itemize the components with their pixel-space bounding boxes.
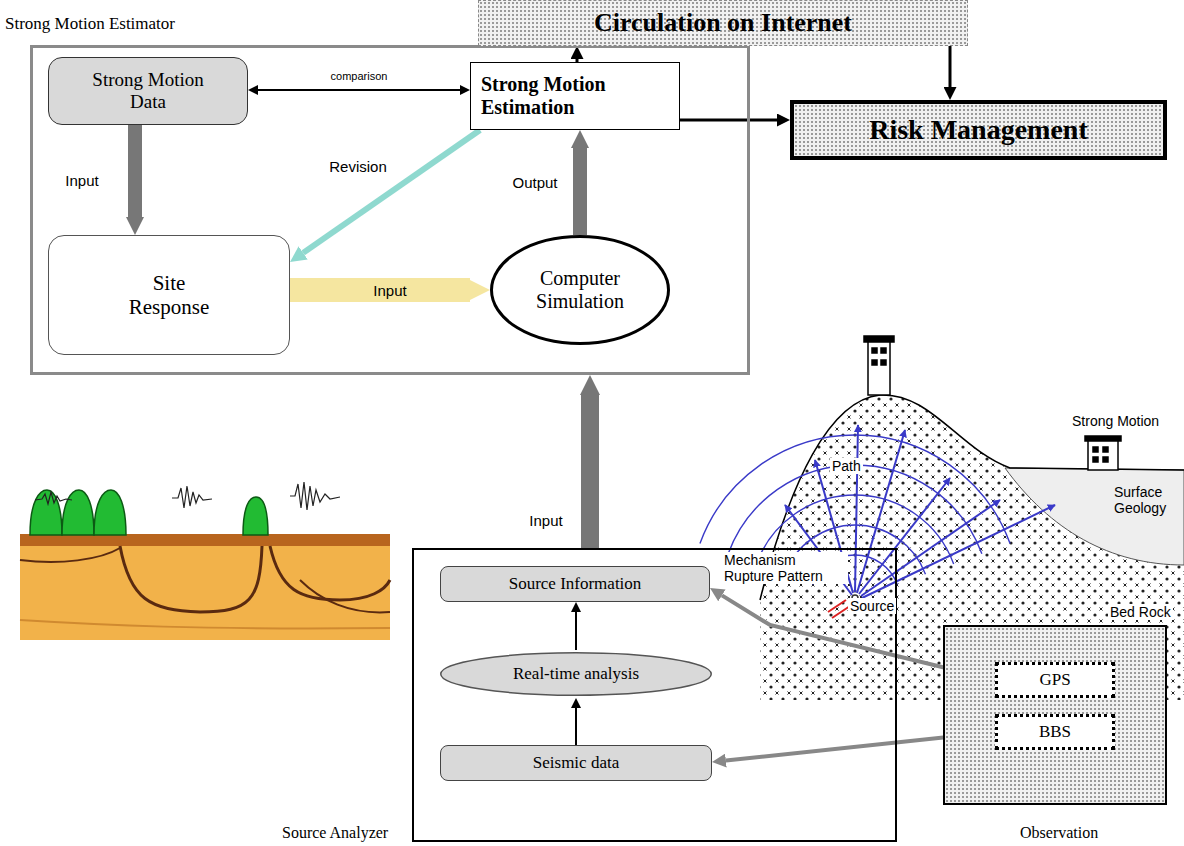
data-box: Strong Motion Data [48,57,248,125]
connector-label: comparison [328,70,391,83]
connector-label: Input [62,172,101,189]
process-box: Site Response [48,235,290,355]
data-box: Seismic data [440,745,712,781]
connector-arrow [290,278,470,302]
building [1088,440,1118,470]
output-box: Risk Management [790,100,1167,160]
ellipse-outline [441,653,712,696]
node-label: Strong Motion Estimation [481,73,666,119]
building [1103,457,1108,462]
process-ellipse: Computer Simulation [490,235,670,345]
building [872,360,877,365]
group-title: Observation [1020,824,1098,842]
data-box: Source Information [440,566,710,602]
building [872,348,877,353]
node-label: Computer Simulation [518,267,643,313]
connector-arrow [581,395,599,548]
green-hills [94,490,126,535]
green-hills [30,490,268,535]
node-label: Source Information [509,574,642,594]
connector-arrow [303,130,480,253]
seismogram [290,482,340,510]
connector-label: Input [370,282,409,299]
ellipse-outline [492,237,669,344]
geology-section [270,546,390,600]
source-symbol [828,595,858,618]
connector-arrow [680,119,777,122]
green-hills [62,490,94,535]
ray-arrows [862,505,1055,598]
geology-section [20,548,120,562]
banner-box: Circulation on Internet [478,0,968,46]
connector-label: Input [526,512,565,529]
process-box: Strong Motion Estimation [470,62,680,130]
annotation-label: Strong Motion [1070,413,1161,429]
building [881,348,886,353]
geology-section [20,620,390,628]
connector-arrow [258,89,460,91]
building [868,340,890,395]
geology-section [120,546,262,612]
ray-arrows [857,430,905,593]
group-box: Source AnalyzerSource InformationReal-ti… [412,548,897,842]
connector-arrow [575,708,577,745]
building [864,336,894,342]
node-label: Strong Motion Data [81,69,216,113]
annotation-label: Path [830,458,863,474]
geology-section [20,534,390,640]
green-hills [243,497,268,535]
ray-arrows [785,425,1055,598]
source-symbol [832,606,850,618]
connector-label: Output [509,174,560,191]
group-box: ObservationGPSBBS [943,625,1167,805]
ray-arrows [785,505,852,595]
building [881,360,886,365]
annotation-label: Surface Geology [1112,484,1178,516]
node-label: BBS [1039,722,1071,742]
hill-profile [760,395,1184,600]
source-symbol [852,595,858,601]
node-label: Site Response [114,271,224,319]
annotation-label: Source [848,598,896,614]
seismogram [35,492,72,504]
connector-arrow [128,125,142,217]
building [1085,436,1121,441]
node-label: Circulation on Internet [594,8,852,38]
sensor-box: BBS [995,714,1115,750]
group-title: Strong Motion Estimator [5,14,175,34]
connector-arrow [949,46,952,87]
annotation-label: Bed Rock [1108,604,1173,620]
ray-arrows [855,425,858,592]
seismogram [172,486,212,508]
connector-arrow [575,612,577,650]
geology-section [20,534,390,546]
node-label: Seismic data [533,753,619,773]
building [864,336,1121,470]
connector-arrow [573,148,587,235]
seismogram [35,482,340,510]
node-label: GPS [1039,670,1070,690]
building [1093,457,1098,462]
node-label: Real-time analysis [513,664,639,684]
building [1093,447,1098,452]
building [1103,447,1108,452]
wave-fronts [700,435,1010,544]
ray-arrows [815,460,853,593]
connector-label: Revision [326,158,390,175]
group-box: Strong Motion EstimatorStrong Motion Dat… [30,45,750,375]
geology-section [300,580,390,612]
geology-section [20,540,390,640]
node-label: Risk Management [869,114,1088,146]
group-title: Source Analyzer [282,824,388,842]
annotation-label: Mechanism Rupture Pattern [722,552,848,584]
process-ellipse: Real-time analysis [440,650,712,698]
sensor-box: GPS [995,662,1115,698]
